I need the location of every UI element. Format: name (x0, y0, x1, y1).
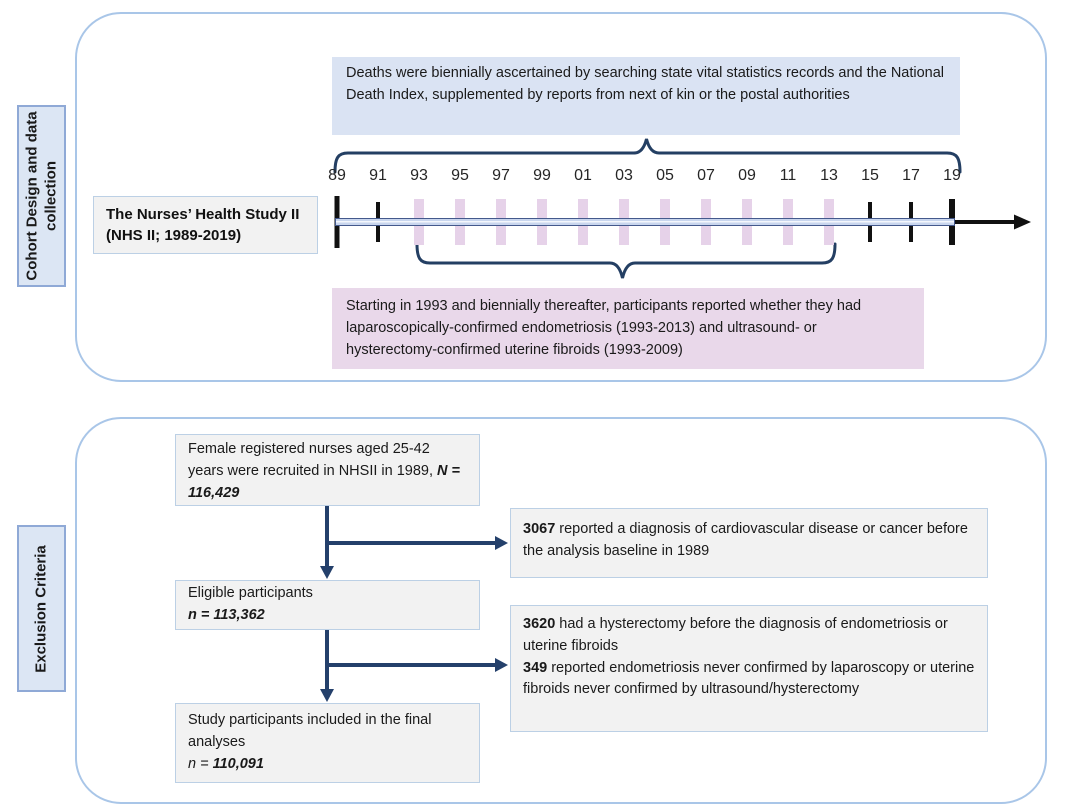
excluded-never-confirmed-count: 349 (523, 659, 548, 676)
exclusion-criteria-side-label: Exclusion Criteria (17, 525, 66, 692)
final-analyses-text: Study participants included in the final… (188, 712, 432, 750)
recruited-box: Female registered nurses aged 25-42 year… (175, 434, 480, 506)
arrow-branch-cvd-exclusion-head-icon (495, 536, 508, 550)
exclusion-criteria-side-label-text: Exclusion Criteria (32, 544, 50, 673)
excluded-never-confirmed-text: reported endometriosis never confirmed b… (523, 659, 975, 698)
eligible-box: Eligible participants n = 113,362 (175, 580, 480, 630)
cohort-design-side-label-text: Cohort Design and data collection (22, 111, 59, 281)
recruited-text: Female registered nurses aged 25-42 year… (188, 441, 438, 479)
excluded-hysterectomy-count: 3620 (523, 616, 556, 632)
arrow-eligible-to-final-head-icon (320, 689, 334, 702)
excluded-cvd-count: 3067 (523, 521, 556, 537)
excluded-never-confirmed-item: 349 reported endometriosis never confirm… (523, 658, 975, 702)
eligible-n: n = 113,362 (188, 606, 265, 623)
eligible-text: Eligible participants (188, 585, 313, 601)
deaths-ascertainment-note: Deaths were biennially ascertained by se… (332, 57, 960, 135)
surveys-brace (415, 242, 837, 279)
excluded-cvd-box: 3067 reported a diagnosis of cardiovascu… (510, 508, 988, 578)
final-analyses-box: Study participants included in the final… (175, 703, 480, 783)
deaths-brace (333, 138, 962, 174)
excluded-unconfirmed-box: 3620 had a hysterectomy before the diagn… (510, 605, 988, 732)
cohort-design-side-label: Cohort Design and data collection (17, 105, 66, 287)
excluded-cvd-text: reported a diagnosis of cardiovascular d… (523, 521, 968, 559)
timeline-arrowhead-icon (1014, 214, 1031, 230)
study-name-box: The Nurses’ Health Study II (NHS II; 198… (93, 196, 318, 254)
excluded-hysterectomy-item: 3620 had a hysterectomy before the diagn… (523, 614, 975, 658)
final-n-prefix: n = (188, 755, 213, 772)
recruited-n: N = 116,429 (188, 462, 460, 501)
arrow-branch-unconfirmed-exclusion-head-icon (495, 658, 508, 672)
excluded-hysterectomy-text: had a hysterectomy before the diagnosis … (523, 616, 948, 654)
biennial-surveys-note: Starting in 1993 and biennially thereaft… (332, 288, 924, 369)
final-n: 110,091 (212, 755, 264, 772)
arrow-recruited-to-eligible-head-icon (320, 566, 334, 579)
